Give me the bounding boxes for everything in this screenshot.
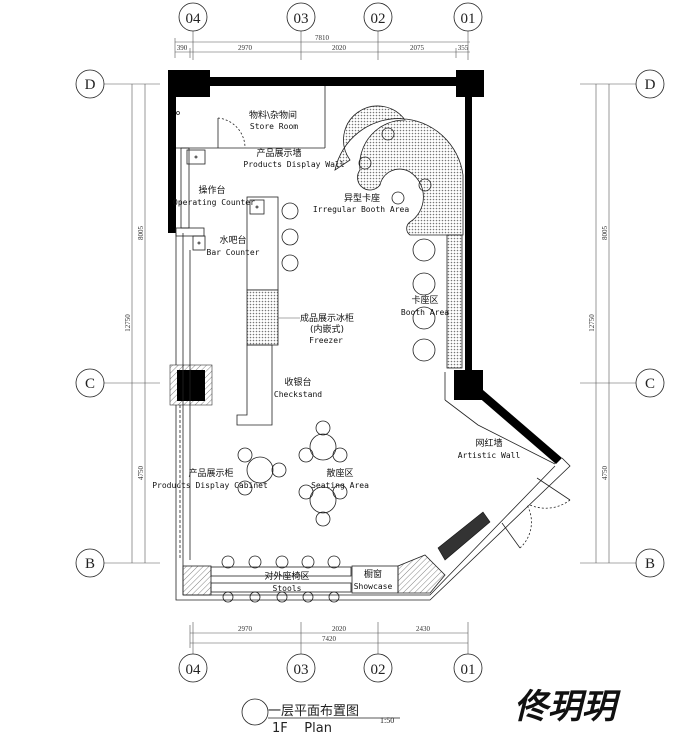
room-labels: 物料\杂物间 Store Room 产品展示墙 Products Display… (152, 109, 520, 593)
grid-label: 03 (294, 662, 309, 678)
label-display-cabinet-en: Products Display Cabinet (152, 481, 268, 490)
booth-seats (412, 234, 463, 369)
stools-band (179, 405, 446, 603)
grid-label: B (85, 556, 95, 572)
grid-label: 02 (371, 11, 386, 27)
grid-label: D (85, 77, 96, 93)
label-checkstand-cn: 收银台 (284, 376, 311, 388)
dim-top-segment: 2020 (332, 44, 347, 52)
label-bar-counter-cn: 水吧台 (219, 234, 246, 246)
dim-right-segment: 4750 (601, 466, 609, 481)
label-operating-counter-en: Operating Counter (173, 198, 255, 207)
dim-left-total: 12750 (124, 314, 132, 332)
label-showcase-en: Showcase (354, 582, 393, 591)
store-room (176, 86, 326, 149)
dim-bottom-total: 7420 (322, 635, 337, 643)
grid-label: 01 (461, 662, 476, 678)
dimension-lines (131, 38, 610, 648)
label-artistic-wall-cn: 网红墙 (475, 437, 502, 449)
grid-label: 03 (294, 11, 309, 27)
label-display-cabinet-cn: 产品展示柜 (188, 467, 233, 479)
grid-label: 04 (186, 11, 202, 27)
grid-label: B (645, 556, 655, 572)
walls (168, 70, 571, 601)
seating-tables (237, 420, 348, 527)
dim-top-segment: 390 (177, 44, 188, 52)
dim-bottom-segment: 2970 (238, 625, 253, 633)
grid-lines (104, 31, 636, 654)
label-seating-area-en: Seating Area (311, 481, 369, 490)
label-irregular-booth-cn: 异型卡座 (344, 192, 380, 204)
label-showcase-cn: 橱窗 (364, 568, 382, 580)
drawing-title: 一层平面布置图 1F Plan 1:50 (241, 698, 400, 733)
label-seating-area-cn: 散座区 (326, 467, 353, 479)
grid-bubbles-bottom: 04 03 02 01 (178, 653, 483, 683)
grid-label: 01 (461, 11, 476, 27)
title-scale: 1:50 (380, 716, 394, 725)
label-operating-counter-cn: 操作台 (198, 184, 225, 196)
label-store-room-en: Store Room (250, 122, 298, 131)
label-display-wall-en: Products Display Wall (243, 160, 344, 169)
label-stools-cn: 对外座椅区 (264, 570, 309, 582)
signature: 佟玥玥 (514, 687, 621, 727)
grid-bubbles-right: D C B (635, 69, 665, 578)
grid-label: D (645, 77, 656, 93)
grid-label: C (85, 376, 95, 392)
title-en: 1F Plan (272, 721, 332, 733)
label-freezer-en: Freezer (309, 336, 343, 345)
grid-bubbles-top: 04 03 02 01 (178, 2, 483, 32)
dim-left-segment: 8005 (137, 226, 145, 241)
bar-stools (281, 202, 299, 272)
dim-bottom-segment: 2430 (416, 625, 431, 633)
label-stools-en: Stools (273, 584, 302, 593)
dim-right-total: 12750 (588, 314, 596, 332)
label-booth-area-en: Booth Area (401, 308, 449, 317)
dim-top-segment: 355 (458, 44, 469, 52)
dim-top-segment: 2075 (410, 44, 425, 52)
title-cn: 一层平面布置图 (268, 704, 359, 719)
irregular-booth (334, 105, 464, 236)
entrance-door (501, 477, 571, 549)
label-store-room-cn: 物料\杂物间 (249, 109, 297, 121)
label-freezer-cn2: (内嵌式) (310, 323, 344, 335)
dim-right-segment: 8005 (601, 226, 609, 241)
dim-left-segment: 4750 (137, 466, 145, 481)
dim-bottom-segment: 2020 (332, 625, 347, 633)
label-booth-area-cn: 卡座区 (411, 294, 438, 306)
label-irregular-booth-en: Irregular Booth Area (313, 205, 410, 214)
dimension-texts: 7810 390 2970 2020 2075 355 2970 2020 24… (124, 34, 609, 643)
grid-label: C (645, 376, 655, 392)
grid-label: 04 (186, 662, 202, 678)
dim-top-total: 7810 (315, 34, 330, 42)
label-freezer-cn: 成品展示冰柜 (300, 312, 354, 324)
grid-bubbles-left: D C B (75, 69, 105, 578)
dim-top-segment: 2970 (238, 44, 253, 52)
label-bar-counter-en: Bar Counter (207, 248, 260, 257)
counters (175, 147, 279, 426)
label-checkstand-en: Checkstand (274, 390, 322, 399)
label-display-wall-cn: 产品展示墙 (256, 147, 301, 159)
label-artistic-wall-en: Artistic Wall (458, 451, 521, 460)
planter (437, 511, 491, 561)
grid-label: 02 (371, 662, 386, 678)
